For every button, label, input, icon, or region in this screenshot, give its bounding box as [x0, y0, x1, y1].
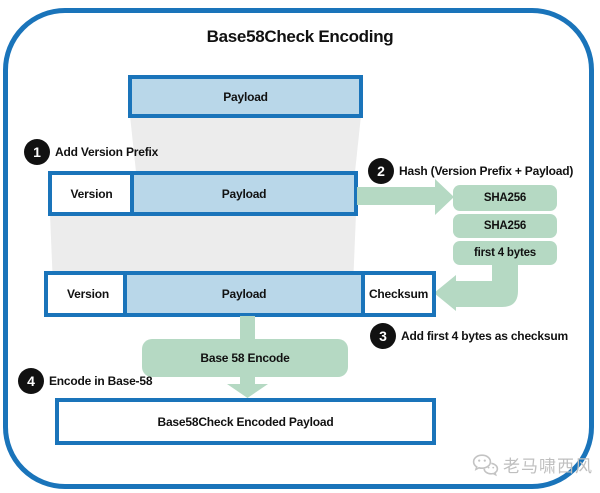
step-1-badge: 1 — [24, 139, 50, 165]
step-3-badge: 3 — [370, 323, 396, 349]
payload-box-row2-label: Payload — [221, 186, 267, 201]
sha256-box-1-label: SHA256 — [483, 192, 527, 204]
version-box-row3: Version — [44, 271, 132, 317]
diagram-title: Base58Check Encoding — [206, 27, 394, 46]
step-2-badge: 2 — [368, 158, 394, 184]
encode-arrow-down — [227, 377, 268, 398]
version-box-row2: Version — [48, 171, 135, 216]
watermark: 老马啸西风 — [472, 452, 593, 477]
step-2-label: Hash (Version Prefix + Payload) — [399, 164, 574, 178]
sha256-box-2-label: SHA256 — [483, 220, 527, 232]
version-box-row3-label: Version — [67, 287, 109, 301]
checksum-box: Checksum — [361, 271, 436, 317]
first-4-bytes-box: first 4 bytes — [453, 241, 557, 265]
payload-box-row2: Payload — [130, 171, 358, 216]
payload-box-top-label: Payload — [223, 89, 268, 104]
checksum-arrow-elbow — [434, 263, 518, 311]
final-encoded-payload-label: Base58Check Encoded Payload — [157, 414, 334, 429]
step-4-badge: 4 — [18, 368, 44, 394]
funnel-top — [130, 117, 361, 172]
version-box-row2-label: Version — [70, 186, 113, 201]
funnel-bottom — [50, 214, 356, 273]
payload-box-row3-label: Payload — [221, 287, 267, 301]
step-1: 1 Add Version Prefix — [24, 139, 158, 165]
step-1-label: Add Version Prefix — [55, 145, 159, 159]
wechat-icon — [472, 453, 499, 476]
watermark-text: 老马啸西风 — [503, 457, 593, 476]
step-2: 2 Hash (Version Prefix + Payload) — [368, 158, 573, 184]
hash-arrow-right — [357, 179, 454, 215]
checksum-box-label: Checksum — [368, 287, 429, 301]
payload-box-top: Payload — [128, 75, 363, 118]
sha256-box-1: SHA256 — [453, 185, 557, 211]
final-encoded-payload-box: Base58Check Encoded Payload — [55, 398, 436, 445]
connector-bar-down — [240, 316, 255, 341]
sha256-box-2: SHA256 — [453, 214, 557, 238]
base58-encode-box-label: Base 58 Encode — [200, 351, 290, 365]
step-4-label: Encode in Base-58 — [49, 374, 153, 388]
first-4-bytes-box-label: first 4 bytes — [474, 247, 536, 259]
step-3: 3 Add first 4 bytes as checksum — [370, 323, 568, 349]
base58-encode-box: Base 58 Encode — [142, 339, 348, 377]
step-3-label: Add first 4 bytes as checksum — [401, 329, 568, 343]
step-4: 4 Encode in Base-58 — [18, 368, 153, 394]
payload-box-row3: Payload — [123, 271, 365, 317]
